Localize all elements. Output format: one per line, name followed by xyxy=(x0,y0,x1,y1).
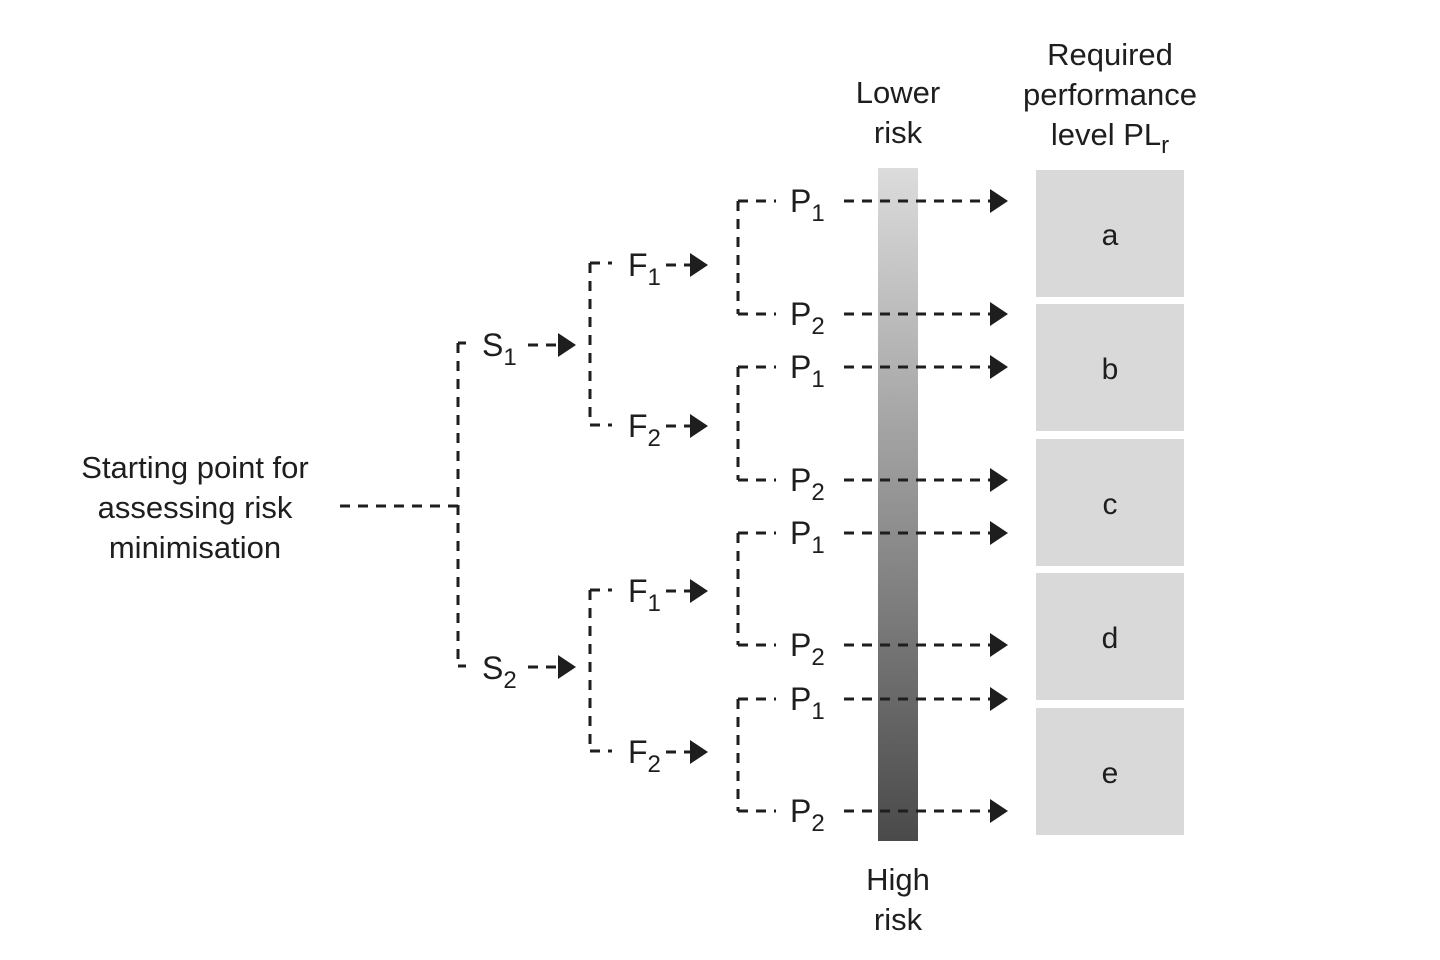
high-risk-line-2: risk xyxy=(874,902,923,937)
possibility-row-2: P2 xyxy=(790,296,1008,340)
possibility-letter: P xyxy=(790,183,811,219)
performance-level-boxes: a b c d e xyxy=(1036,170,1184,835)
frequency-index: 1 xyxy=(648,264,661,291)
frequency-index: 2 xyxy=(648,751,661,778)
possibility-index: 2 xyxy=(811,479,824,506)
level-box-e xyxy=(1036,708,1184,835)
level-box-d xyxy=(1036,573,1184,700)
svg-text:P2: P2 xyxy=(790,296,825,340)
level-box-c xyxy=(1036,439,1184,566)
s1-arrowhead xyxy=(558,333,576,357)
level-box-a xyxy=(1036,170,1184,297)
possibility-row-6: P2 xyxy=(790,627,1008,671)
level-label-a: a xyxy=(1102,219,1119,252)
start-line-2: assessing risk xyxy=(98,490,293,525)
pl-header-line-1: Required xyxy=(1047,37,1173,72)
frequency-index: 2 xyxy=(648,425,661,452)
start-connector xyxy=(340,341,466,668)
frequency-letter: F xyxy=(628,573,648,609)
possibility-index: 1 xyxy=(811,366,824,393)
possibility-letter: P xyxy=(790,349,811,385)
svg-text:S1: S1 xyxy=(482,327,517,371)
possibility-letter: P xyxy=(790,515,811,551)
level-box-b xyxy=(1036,304,1184,431)
possibility-index: 1 xyxy=(811,698,824,725)
start-line-1: Starting point for xyxy=(81,450,308,485)
frequency-letter: F xyxy=(628,247,648,283)
possibility-letter: P xyxy=(790,793,811,829)
possibility-row-5: P1 xyxy=(790,515,1008,559)
possibility-row-3: P1 xyxy=(790,349,1008,393)
severity-s1: S1 xyxy=(482,327,576,371)
possibility-index: 1 xyxy=(811,532,824,559)
high-risk-label: High risk xyxy=(866,862,930,937)
possibility-index: 2 xyxy=(811,644,824,671)
level-label-e: e xyxy=(1102,757,1119,790)
svg-text:P1: P1 xyxy=(790,183,825,227)
lower-risk-label: Lower risk xyxy=(856,75,940,150)
frequency-letter: F xyxy=(628,408,648,444)
frequency-f1-lower: F1 xyxy=(628,573,708,617)
pl-header-main: level PL xyxy=(1051,117,1161,152)
possibility-index: 2 xyxy=(811,810,824,837)
frequency-letter: F xyxy=(628,734,648,770)
level-label-c: c xyxy=(1103,488,1118,521)
f1-lower-arrowhead xyxy=(690,579,708,603)
possibility-index: 2 xyxy=(811,313,824,340)
possibility-row-4: P2 xyxy=(790,462,1008,506)
frequency-index: 1 xyxy=(648,590,661,617)
performance-level-header: Required performance level PLr xyxy=(1023,37,1197,159)
svg-text:F1: F1 xyxy=(628,247,661,291)
pl-header-subscript: r xyxy=(1161,132,1169,159)
svg-text:F2: F2 xyxy=(628,408,661,452)
svg-text:P2: P2 xyxy=(790,627,825,671)
possibility-letter: P xyxy=(790,462,811,498)
possibility-brackets xyxy=(736,199,776,813)
possibility-letter: P xyxy=(790,627,811,663)
s2-arrowhead xyxy=(558,655,576,679)
severity-index: 2 xyxy=(503,667,516,694)
svg-text:P1: P1 xyxy=(790,349,825,393)
severity-letter: S xyxy=(482,327,503,363)
svg-text:S2: S2 xyxy=(482,650,517,694)
starting-point-label: Starting point for assessing risk minimi… xyxy=(81,450,308,565)
severity-index: 1 xyxy=(503,344,516,371)
f2-lower-arrowhead xyxy=(690,740,708,764)
pl-header-line-3: level PLr xyxy=(1051,117,1169,159)
high-risk-line-1: High xyxy=(866,862,930,897)
f1-upper-arrowhead xyxy=(690,253,708,277)
severity-s2: S2 xyxy=(482,650,576,694)
svg-text:P2: P2 xyxy=(790,462,825,506)
risk-gradient-bar xyxy=(878,168,918,841)
svg-text:F1: F1 xyxy=(628,573,661,617)
svg-text:P2: P2 xyxy=(790,793,825,837)
start-line-3: minimisation xyxy=(109,530,281,565)
svg-text:P1: P1 xyxy=(790,515,825,559)
frequency-brackets xyxy=(588,261,612,753)
lower-risk-line-1: Lower xyxy=(856,75,940,110)
lower-risk-line-2: risk xyxy=(874,115,923,150)
level-label-d: d xyxy=(1102,622,1119,655)
possibility-row-1: P1 xyxy=(790,183,1008,227)
frequency-f1-upper: F1 xyxy=(628,247,708,291)
possibility-row-7: P1 xyxy=(790,681,1008,725)
possibility-letter: P xyxy=(790,296,811,332)
frequency-f2-lower: F2 xyxy=(628,734,708,778)
possibility-index: 1 xyxy=(811,200,824,227)
svg-text:P1: P1 xyxy=(790,681,825,725)
possibility-letter: P xyxy=(790,681,811,717)
possibility-row-8: P2 xyxy=(790,793,1008,837)
level-label-b: b xyxy=(1102,353,1119,386)
severity-letter: S xyxy=(482,650,503,686)
svg-text:F2: F2 xyxy=(628,734,661,778)
pl-header-line-2: performance xyxy=(1023,77,1197,112)
frequency-f2-upper: F2 xyxy=(628,408,708,452)
f2-upper-arrowhead xyxy=(690,414,708,438)
